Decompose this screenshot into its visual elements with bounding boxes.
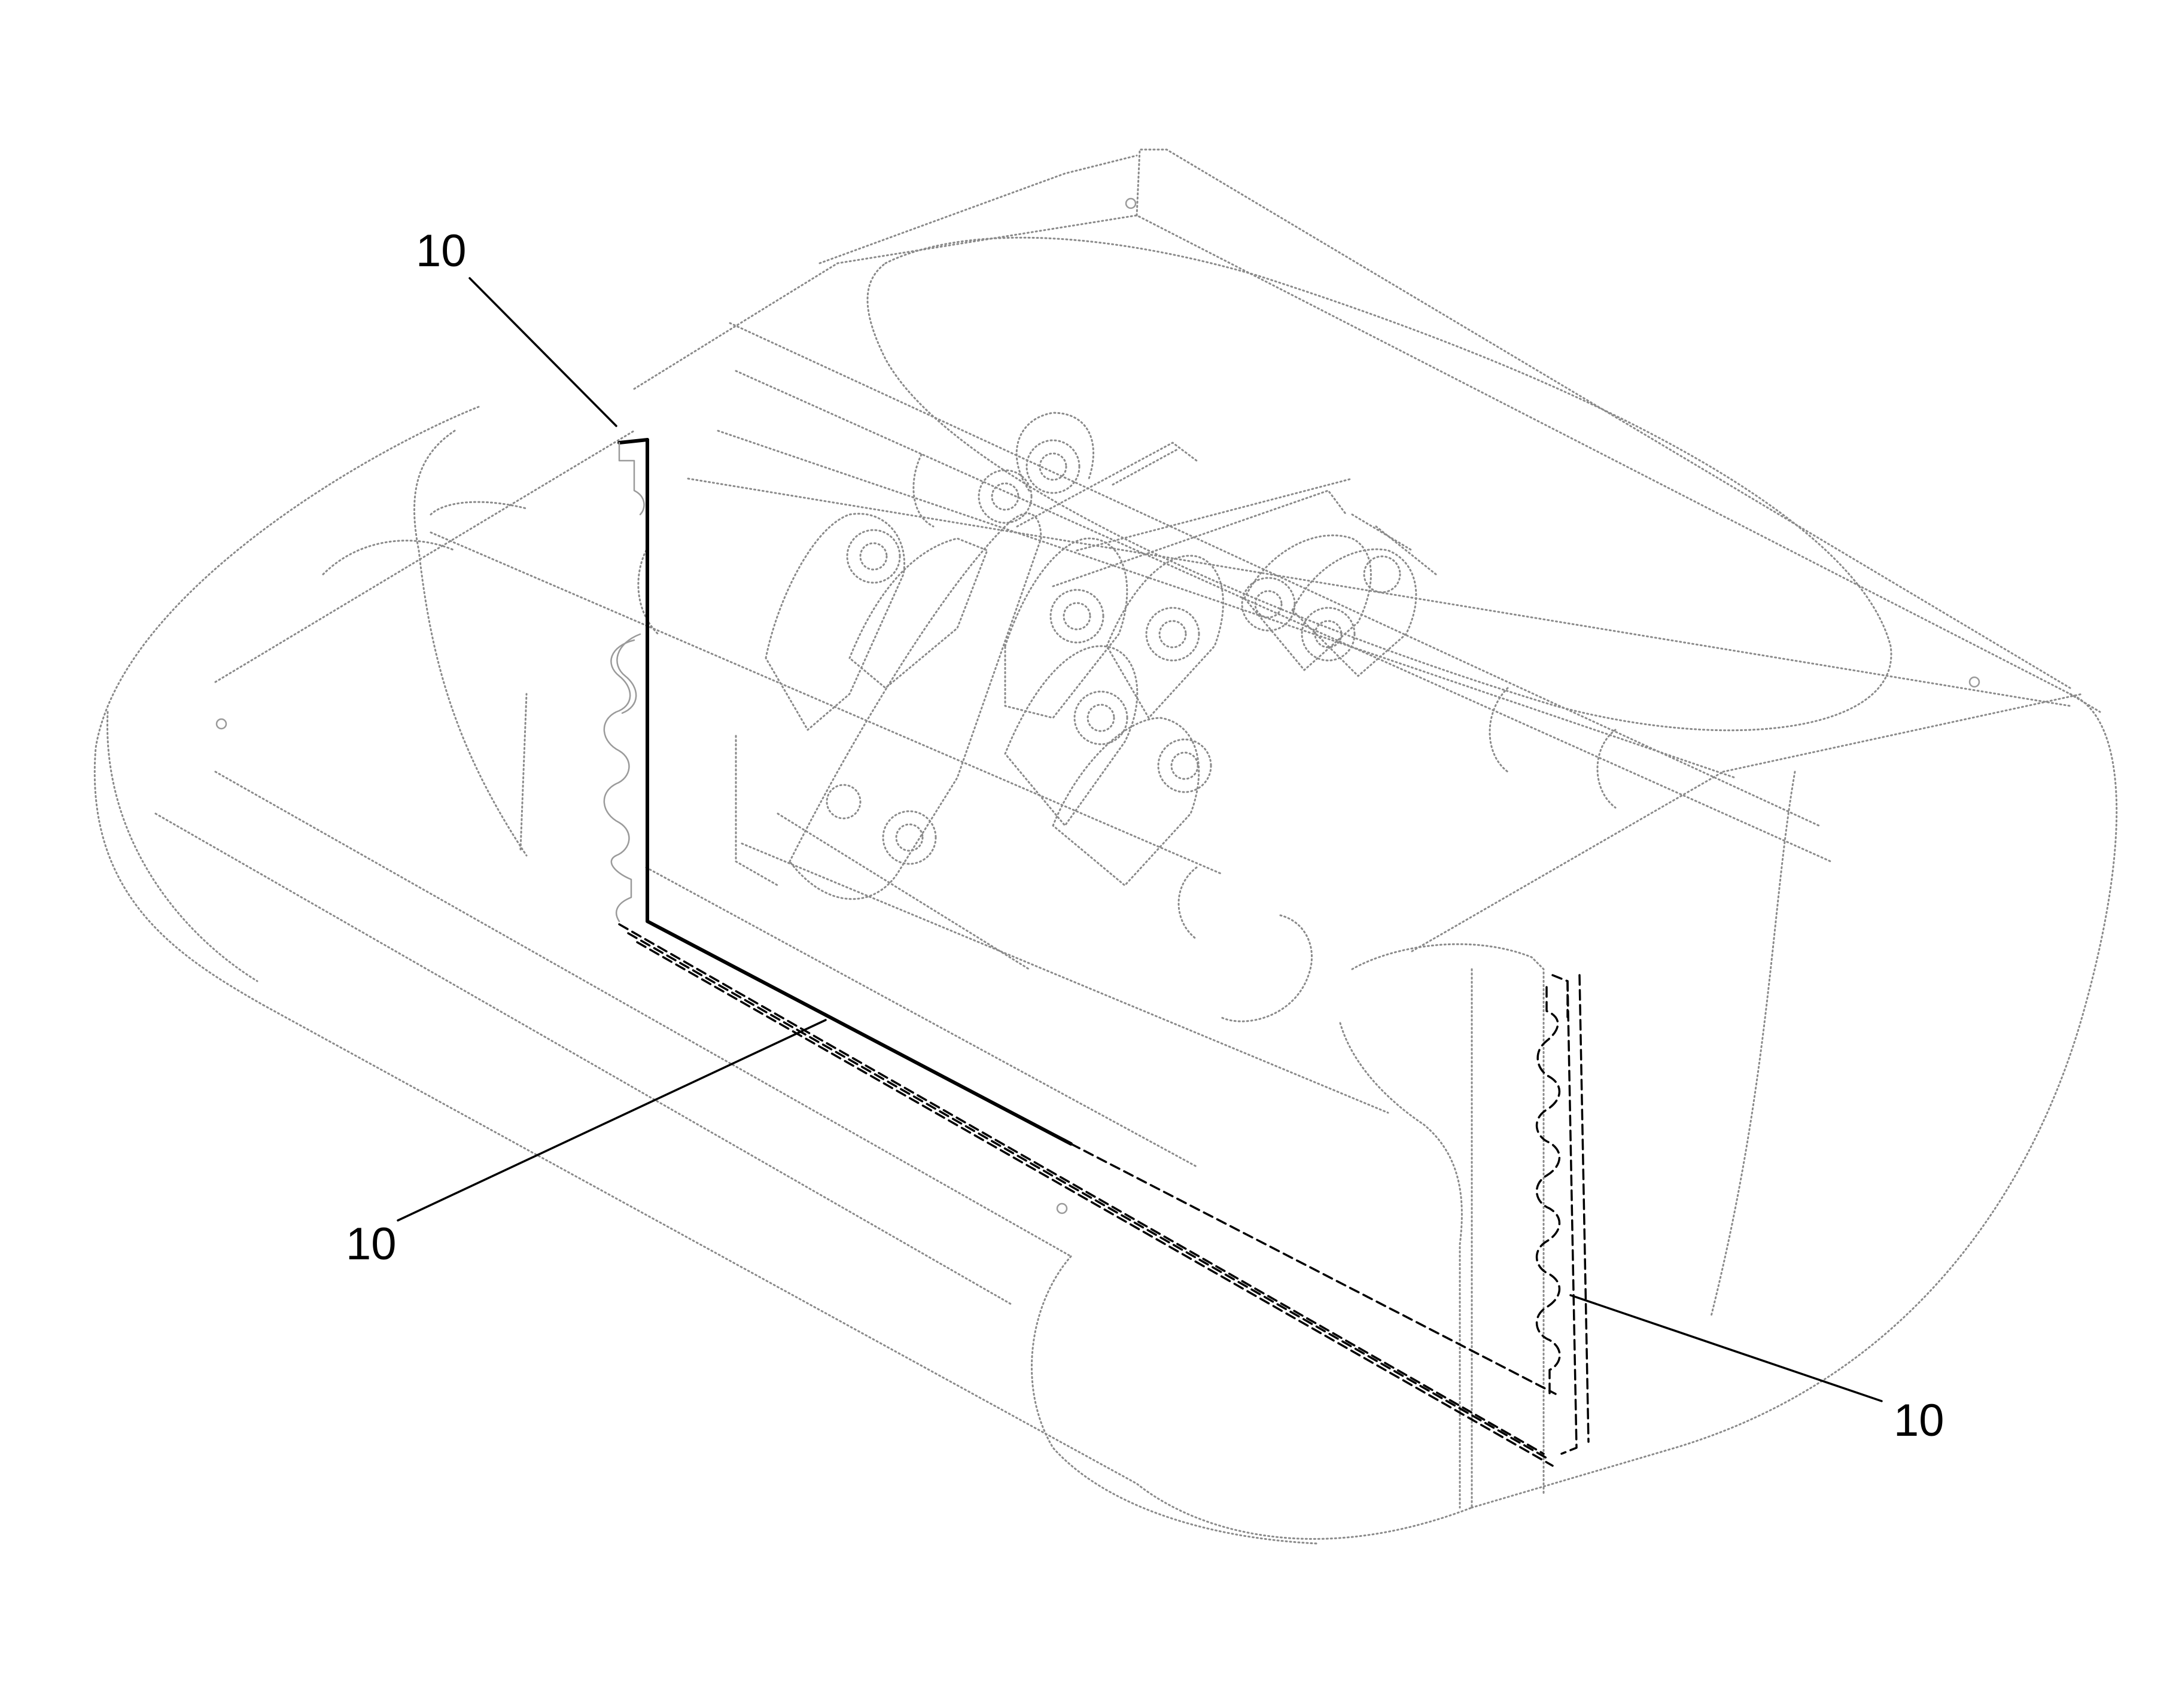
wear-plate-component xyxy=(603,438,1590,1467)
leader-top-left xyxy=(468,277,617,427)
reference-numeral-right: 10 xyxy=(1894,1395,1944,1446)
leader-bottom-left xyxy=(397,1019,827,1222)
bucket-body-outline xyxy=(93,148,2118,1545)
reference-numeral-bottom-left: 10 xyxy=(346,1219,397,1269)
leader-lines xyxy=(397,277,1883,1402)
leader-right xyxy=(1569,1294,1883,1402)
reference-numeral-top-left: 10 xyxy=(416,226,467,276)
